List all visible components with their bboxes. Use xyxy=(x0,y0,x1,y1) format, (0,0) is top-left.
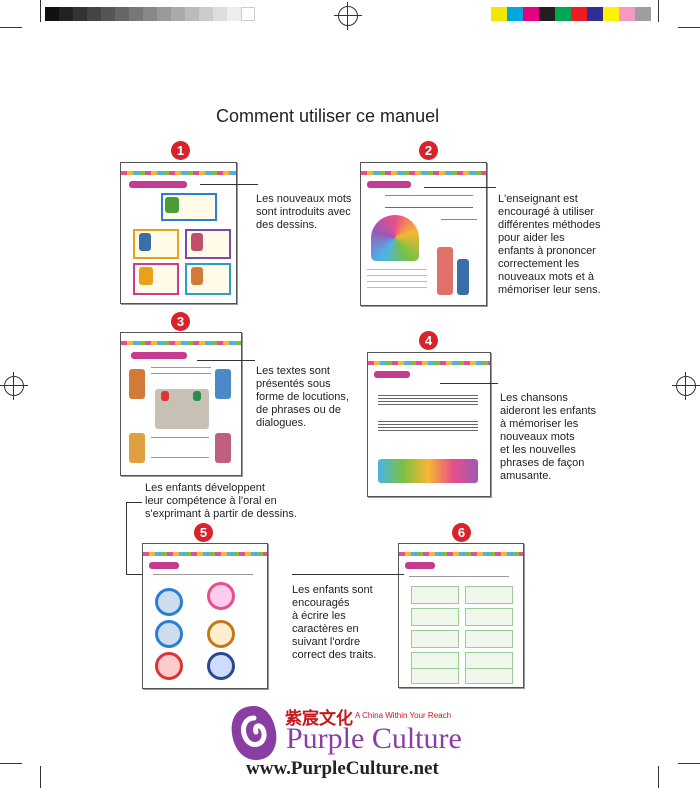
crop-mark xyxy=(0,763,22,764)
textbook-page-thumbnail xyxy=(142,543,268,689)
crop-mark xyxy=(40,0,41,22)
step-number-badge: 2 xyxy=(419,141,438,160)
leader-line xyxy=(197,360,255,361)
crop-mark xyxy=(0,27,22,28)
logo-chinese-name: 紫宸文化 xyxy=(285,709,353,729)
purple-culture-logo xyxy=(226,702,282,764)
crop-mark xyxy=(678,27,700,28)
leader-line xyxy=(126,502,127,574)
textbook-page-thumbnail xyxy=(120,332,242,476)
leader-line xyxy=(126,574,148,575)
step-number-badge: 4 xyxy=(419,331,438,350)
leader-line xyxy=(126,502,142,503)
leader-line xyxy=(424,187,496,188)
logo-tagline: A China Within Your Reach xyxy=(355,711,452,720)
textbook-page-thumbnail xyxy=(367,352,491,497)
textbook-page-thumbnail xyxy=(120,162,237,304)
crop-mark xyxy=(658,0,659,22)
logo-brand-name: Purple Culture xyxy=(286,722,462,755)
leader-line xyxy=(292,574,404,575)
textbook-page-thumbnail xyxy=(398,543,524,688)
step-number-badge: 1 xyxy=(171,141,190,160)
registration-mark xyxy=(0,372,28,400)
registration-mark xyxy=(672,372,700,400)
textbook-page-thumbnail xyxy=(360,162,487,306)
crop-mark xyxy=(678,763,700,764)
crop-mark xyxy=(40,766,41,788)
leader-line xyxy=(200,184,258,185)
step-number-badge: 3 xyxy=(171,312,190,331)
color-calibration-bar xyxy=(491,7,651,21)
crop-mark xyxy=(658,766,659,788)
step-number-badge: 5 xyxy=(194,523,213,542)
logo-website-url: www.PurpleCulture.net xyxy=(246,758,439,779)
gray-calibration-bar xyxy=(45,7,255,21)
step-number-badge: 6 xyxy=(452,523,471,542)
leader-line xyxy=(440,383,498,384)
registration-mark xyxy=(334,2,362,30)
